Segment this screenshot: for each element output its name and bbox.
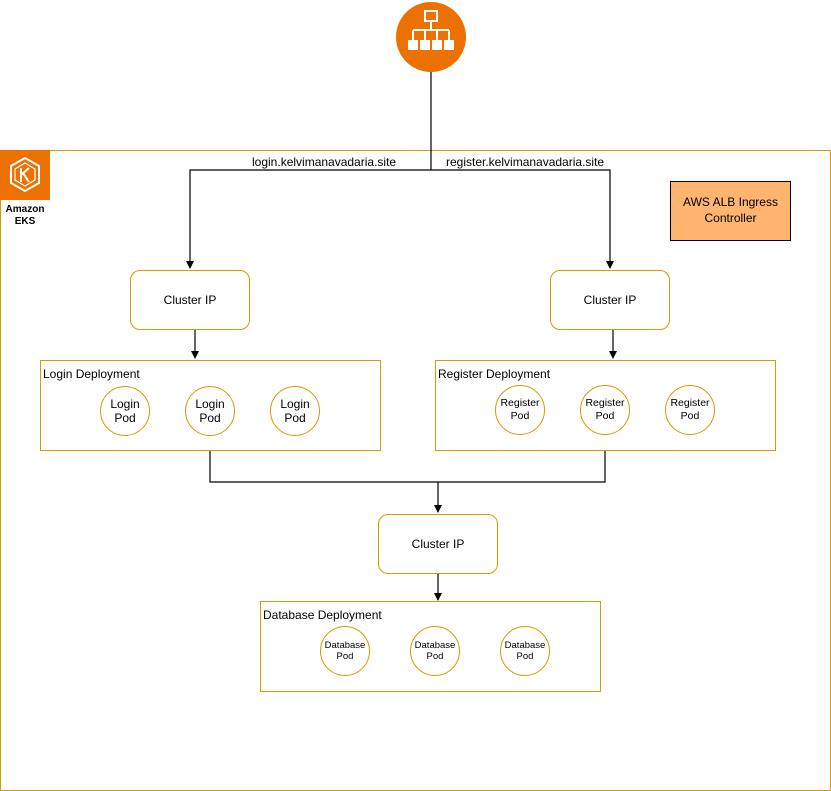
eks-cluster-boundary (0, 150, 831, 791)
route-label-login: login.kelvimanavadaria.site (252, 155, 397, 169)
register-cluster-ip[interactable]: Cluster IP (550, 270, 670, 330)
eks-label: Amazon EKS (5, 204, 45, 227)
database-cluster-ip[interactable]: Cluster IP (378, 514, 498, 574)
register-deployment-title: Register Deployment (438, 367, 551, 381)
eks-icon (0, 150, 50, 200)
load-balancer-icon[interactable] (396, 2, 466, 72)
login-cluster-ip[interactable]: Cluster IP (130, 270, 250, 330)
alb-ingress-controller[interactable]: AWS ALB Ingress Controller (670, 181, 791, 241)
database-deployment-title: Database Deployment (263, 608, 382, 622)
login-deployment-title: Login Deployment (43, 367, 140, 381)
route-label-register: register.kelvimanavadaria.site (446, 155, 605, 169)
